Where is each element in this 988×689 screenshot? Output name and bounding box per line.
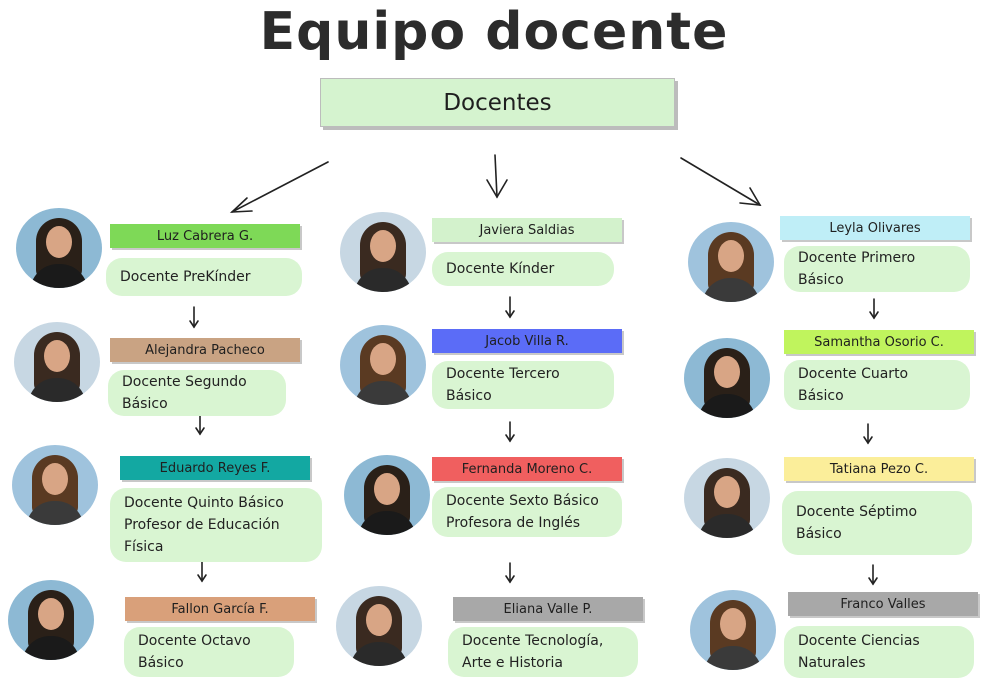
arrow-root-left [231,161,329,213]
avatar-photo [14,322,100,402]
avatar-photo [340,325,426,405]
teacher-role: Docente Cuarto Básico [784,360,970,410]
teacher-name-label: Jacob Villa R. [432,329,622,353]
teacher-name-label: Eliana Valle P. [453,597,643,621]
arrowhead-root-right [739,187,762,206]
avatar-photo [16,208,102,288]
arrowhead-root-center [486,179,508,199]
avatar-photo [690,590,776,670]
avatar-photo [688,222,774,302]
teacher-name-label: Fallon García F. [125,597,315,621]
teacher-role: Docente Quinto Básico Profesor de Educac… [110,488,322,562]
teacher-role: Docente Tecnología, Arte e Historia [448,627,638,677]
avatar-photo [340,212,426,292]
teacher-role: Docente Sexto Básico Profesora de Inglés [432,487,622,537]
teacher-role: Docente PreKínder [106,258,302,296]
teacher-name-label: Javiera Saldias [432,218,622,242]
teacher-name-label: Samantha Osorio C. [784,330,974,354]
arrow-root-right [680,157,761,206]
teacher-name-label: Eduardo Reyes F. [120,456,310,480]
column-arrows [189,296,879,586]
teacher-name-label: Franco Valles [788,592,978,616]
arrowhead-root-left [229,197,253,213]
teacher-name-label: Luz Cabrera G. [110,224,300,248]
root-label: Docentes [443,89,552,116]
teacher-name-label: Alejandra Pacheco [110,338,300,362]
teacher-name-label: Tatiana Pezo C. [784,457,974,481]
chart-title: Equipo docente [259,2,729,62]
teacher-role: Docente Ciencias Naturales [784,626,974,678]
teacher-role: Docente Primero Básico [784,246,970,292]
avatar-photo [8,580,94,660]
teacher-name-label: Fernanda Moreno C. [432,457,622,481]
avatar-photo [344,455,430,535]
teacher-role: Docente Octavo Básico [124,627,294,677]
root-node-docentes: Docentes [320,78,675,127]
teacher-role: Docente Segundo Básico [108,370,286,416]
arrow-root-center [494,154,498,198]
avatar-photo [684,458,770,538]
avatar-photo [684,338,770,418]
teacher-name-label: Leyla Olivares [780,216,970,240]
avatar-photo [336,586,422,666]
teacher-role: Docente Kínder [432,252,614,286]
teacher-role: Docente Tercero Básico [432,361,614,409]
avatar-photo [12,445,98,525]
teacher-role: Docente Séptimo Básico [782,491,972,555]
